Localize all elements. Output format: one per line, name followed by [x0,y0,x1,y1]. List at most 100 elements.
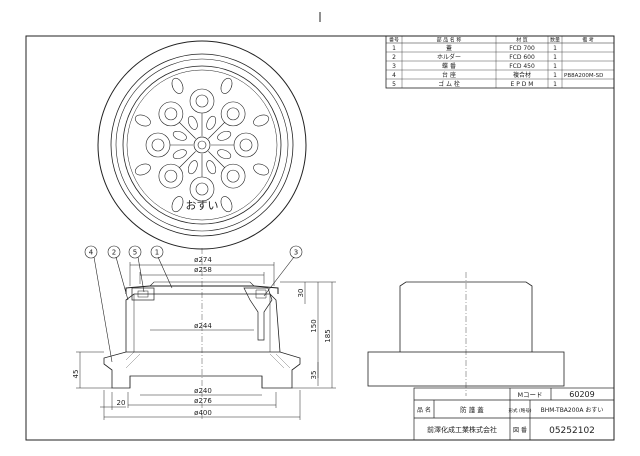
lid-pattern-mark [172,130,187,141]
svg-text:ホルダー: ホルダー [437,53,461,61]
lid-pattern-mark [253,114,270,127]
table-row: 5 ゴ ム 栓 E P D M 1 [392,80,557,88]
lid-pattern-mark [171,196,184,213]
lid-pattern-mark [179,122,196,139]
lid-pattern-mark [220,101,246,127]
lid-pattern-mark [195,182,209,196]
lid-pattern-mark [151,138,165,152]
dim-d274: ø274 [194,256,212,264]
table-row: 4 台 座 複合材 1 PB8A200M-SD [392,71,603,79]
svg-text:1: 1 [553,63,557,70]
lid-pattern-mark [206,160,217,175]
table-row: 2 ホルダー FCD 600 1 [392,53,557,61]
lid-pattern-mark [172,149,187,160]
svg-text:蓋: 蓋 [446,44,452,52]
lid-pattern-mark [164,107,178,121]
lid-pattern-mark [187,160,198,175]
lid-pattern-mark [171,77,184,94]
lid-pattern-mark [164,169,178,183]
lid-pattern-mark [226,169,240,183]
svg-text:FCD 700: FCD 700 [509,45,535,52]
table-header-remarks: 備 考 [582,37,594,44]
lid-pattern-mark [189,88,215,114]
lid-pattern-mark [253,163,270,176]
mcode-label: Mコード [517,391,542,399]
dim-h150: 150 [310,319,318,332]
table-header-material: 材 質 [516,37,528,44]
svg-text:E P D M: E P D M [511,81,534,88]
svg-text:3: 3 [392,63,396,70]
svg-text:2: 2 [392,54,396,61]
table-row: 3 蝶 番 FCD 450 1 [392,62,557,70]
svg-text:1: 1 [392,45,396,52]
drawing-no-label: 図 番 [513,427,527,434]
model-label: 形式 (略号) [509,407,532,414]
product-name-value: 防 護 蓋 [460,405,484,414]
dim-d258: ø258 [194,266,212,274]
table-header-part-name: 部 品 名 称 [437,37,462,44]
callout-label: 5 [133,249,137,257]
svg-text:ゴ ム 栓: ゴ ム 栓 [438,80,460,88]
lid-pattern-mark [217,149,232,160]
callout-label: 4 [89,249,94,257]
svg-text:1: 1 [553,81,557,88]
dim-d276: ø276 [194,397,212,405]
company-name: 前澤化成工業株式会社 [427,425,497,434]
lid-top-view [97,40,307,250]
table-header-no: 番号 [389,37,399,44]
callout-label: 3 [294,249,298,257]
svg-text:5: 5 [392,81,396,88]
dim-d240: ø240 [194,387,212,395]
lid-pattern-mark [145,132,171,158]
dim-h185: 185 [324,329,332,342]
model-value: BHM-TBA200A おすい [541,407,604,414]
lid-pattern-mark [206,115,217,130]
dim-h35: 35 [310,371,318,380]
lid-pattern-mark [179,151,196,168]
dimension-lines [76,262,336,420]
callout-label: 2 [112,249,116,257]
title-block [413,387,615,441]
callout-label: 1 [155,249,159,257]
parts-table: 番号 部 品 名 称 材 質 数量 備 考 1 蓋 FCD 700 1 2 ホル… [385,35,615,89]
dim-d400: ø400 [194,409,212,417]
product-name-label: 品 名 [417,406,431,414]
mcode-value: 60209 [569,390,594,399]
svg-text:1: 1 [553,45,557,52]
lid-pattern-mark [208,122,225,139]
lid-pattern-mark [187,115,198,130]
table-row: 1 蓋 FCD 700 1 [392,44,557,52]
lid-pattern-mark [217,130,232,141]
svg-text:蝶 番: 蝶 番 [442,62,456,70]
svg-text:PB8A200M-SD: PB8A200M-SD [564,73,603,79]
lid-pattern-mark [239,138,253,152]
lid-pattern-mark [220,196,233,213]
svg-text:台 座: 台 座 [442,71,456,79]
lid-pattern-mark [134,163,151,176]
svg-text:複合材: 複合材 [513,71,531,79]
lid-pattern-mark [233,132,259,158]
lid-pattern-mark [158,101,184,127]
lid-pattern-mark [226,107,240,121]
dim-d244: ø244 [194,322,212,330]
svg-text:4: 4 [392,72,396,79]
drawing-border [25,35,615,441]
lid-pattern-mark [134,114,151,127]
dim-w20: 20 [117,399,126,407]
dim-h45: 45 [72,370,80,379]
lid-pattern-mark [158,163,184,189]
lid-pattern-mark [220,163,246,189]
svg-text:FCD 600: FCD 600 [509,54,535,61]
svg-text:FCD 450: FCD 450 [509,63,535,70]
lid-label: おすい [186,199,219,212]
svg-text:1: 1 [553,54,557,61]
dim-h30: 30 [297,289,305,298]
lid-pattern-mark [220,77,233,94]
lid-pattern-mark [195,94,209,108]
table-header-qty: 数量 [550,37,560,44]
drawing-no-value: 05252102 [549,426,595,436]
lid-pattern-mark [208,151,225,168]
lid-pattern-mark [189,176,215,202]
